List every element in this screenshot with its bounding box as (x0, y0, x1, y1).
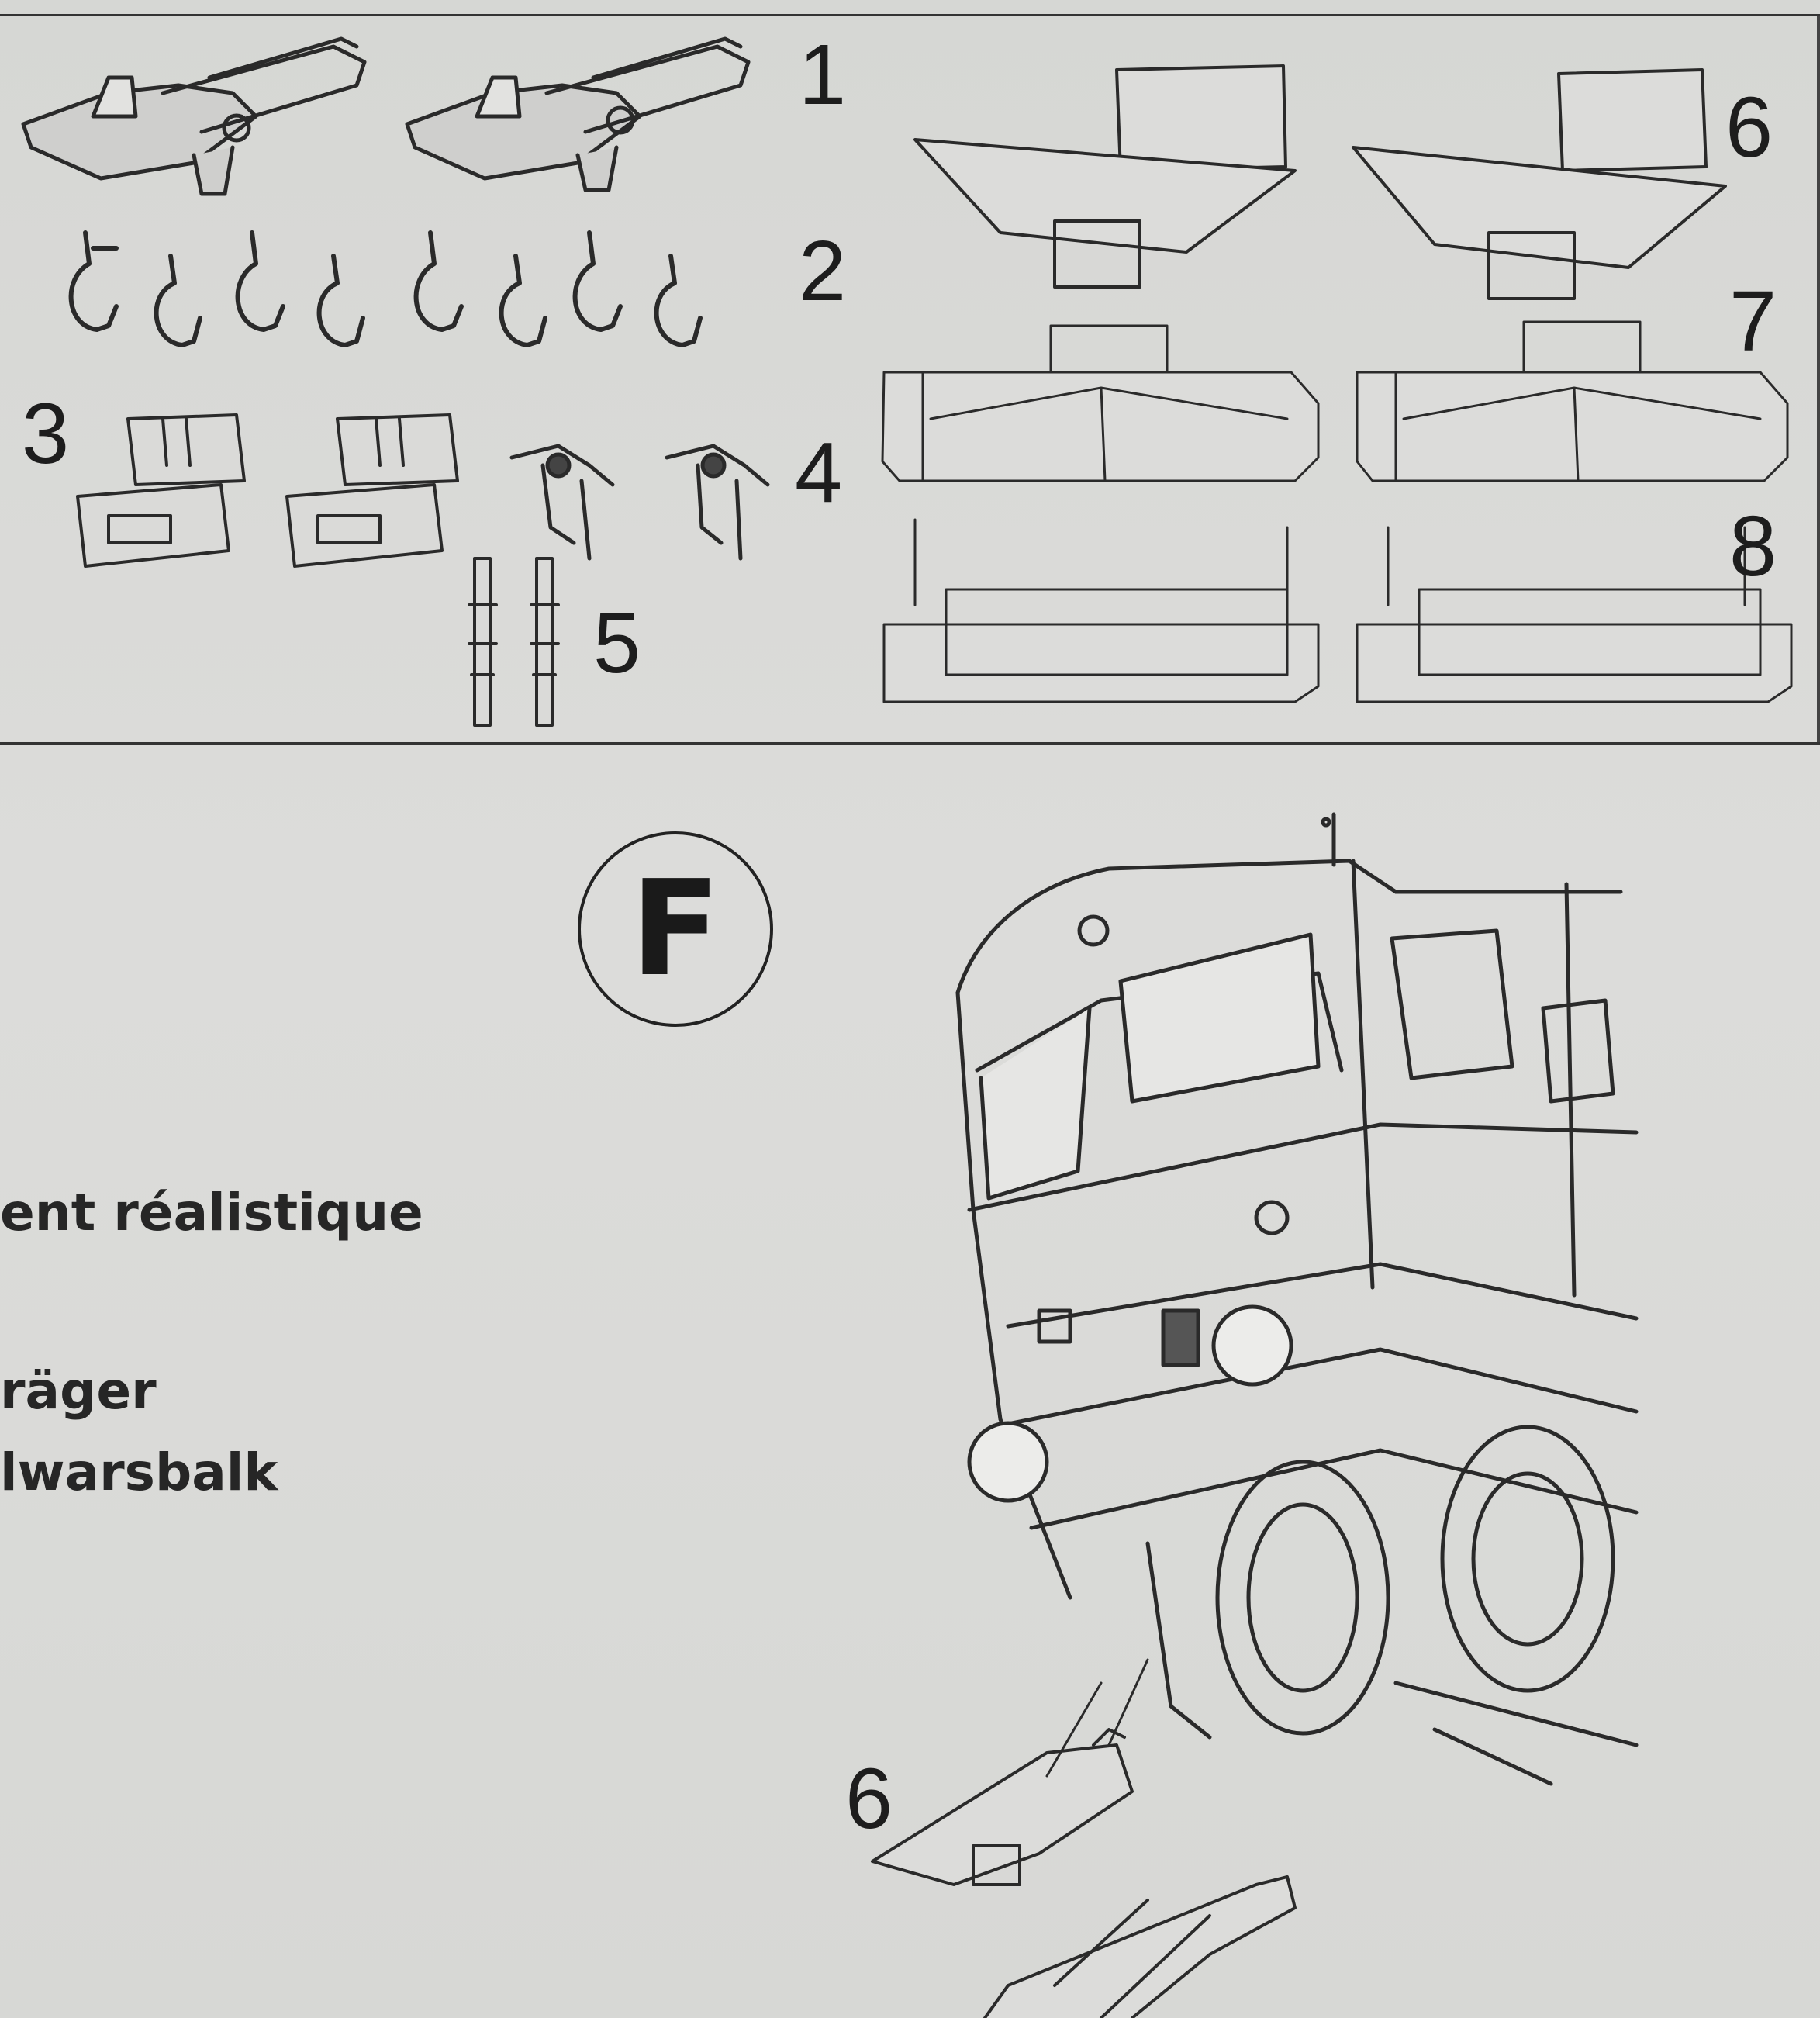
part-3-block-left (76, 413, 246, 568)
part-5-stems (468, 557, 560, 727)
step-letter: F (630, 852, 721, 1006)
part-7-frames (881, 320, 1789, 482)
callout-number-6: 6 (845, 1751, 893, 1847)
exploded-parts (871, 1658, 1297, 2018)
part-number-5: 5 (593, 596, 641, 691)
text-line-dutch: lwarsbalk (0, 1443, 278, 1502)
step-badge: F (578, 831, 773, 1027)
text-line-german: räger (0, 1361, 157, 1421)
locomotive-front (955, 812, 1639, 1786)
part-6-valances (913, 64, 1727, 300)
part-number-1: 1 (799, 27, 847, 123)
part-number-8: 8 (1729, 499, 1777, 594)
part-2-hooks (68, 230, 703, 347)
part-4-gear (509, 444, 770, 561)
text-line-french: ent réalistique (0, 1183, 423, 1242)
part-number-6: 6 (1725, 80, 1773, 175)
part-3-block-right (285, 413, 459, 568)
part-number-3: 3 (22, 386, 70, 482)
part-number-2: 2 (799, 223, 847, 319)
part-1-coupler-right (405, 36, 751, 192)
part-number-4: 4 (795, 425, 843, 520)
part-8-trays (882, 518, 1793, 703)
part-1-coupler-left (21, 36, 367, 196)
parts-legend-panel (0, 14, 1820, 745)
part-number-7: 7 (1729, 274, 1777, 369)
